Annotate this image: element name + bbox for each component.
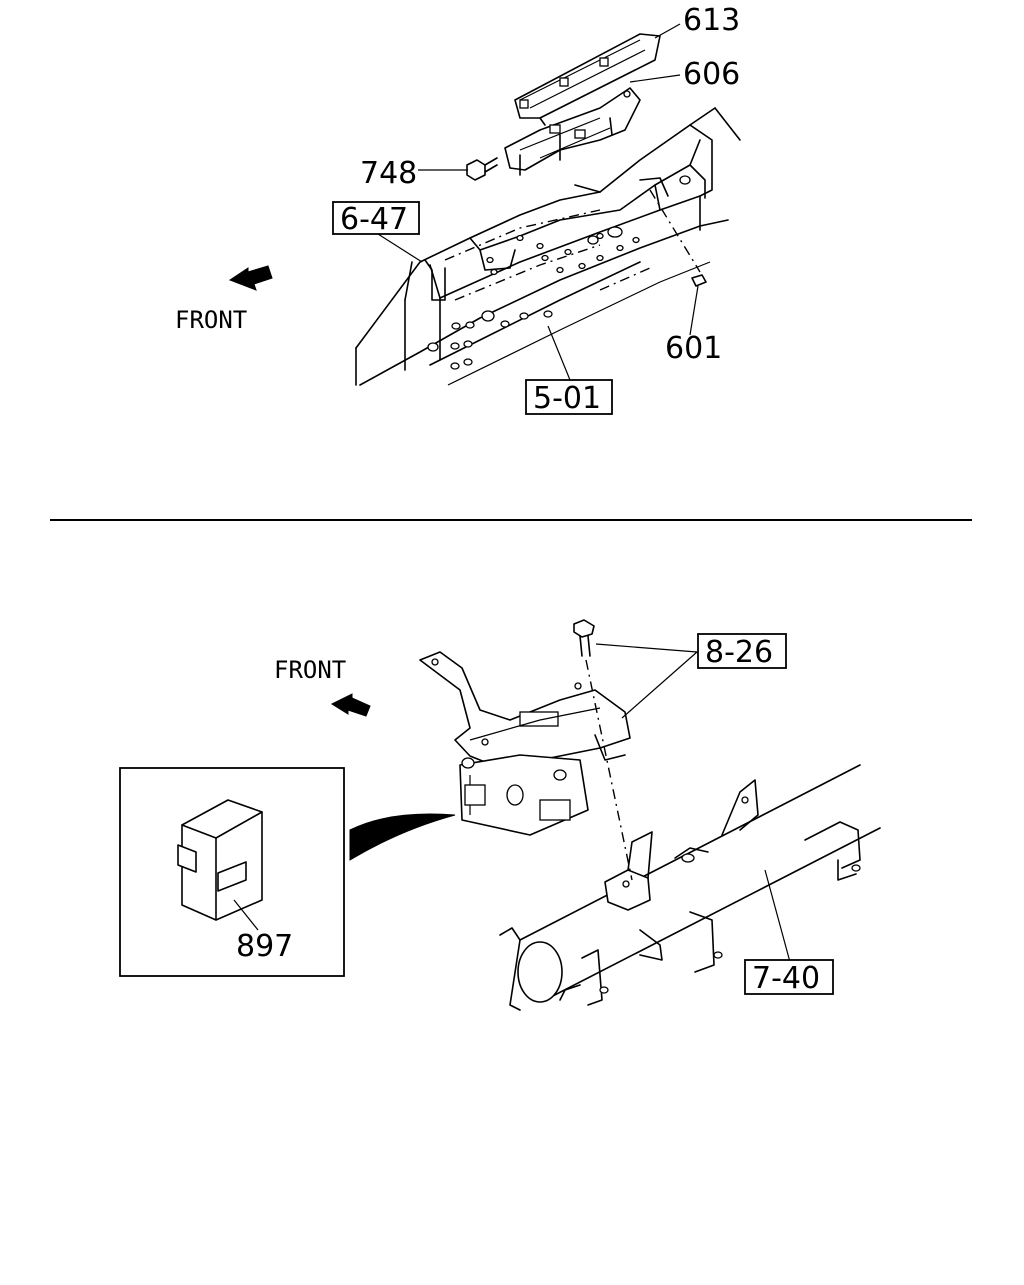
lower-leaders [595,643,791,963]
callout-606: 606 [683,57,740,92]
ref-7-40: 7-40 [752,961,820,996]
leader-897 [233,899,259,931]
mounting-bracket [419,651,631,836]
bolt-8-26 [573,619,633,881]
bolt-748 [466,157,498,181]
callout-748: 748 [360,156,417,191]
ref-5-01: 5-01 [533,381,601,416]
detail-callout-arrow-icon [349,813,456,861]
module-897 [177,799,263,921]
cross-tube-7-40 [499,764,881,1011]
lower-view: 897 FRONT 8-26 7-40 [119,619,881,1011]
ref-box-8-26 [697,633,787,669]
front-direction-arrow-icon [228,265,273,291]
ref-box-7-40 [744,959,834,995]
ref-6-47: 6-47 [340,202,408,237]
upper-view: FRONT 613 606 748 601 6-47 5-01 [175,3,741,416]
ref-8-26: 8-26 [705,635,773,670]
ref-box-5-01 [525,379,613,415]
front-label-lower: FRONT [274,656,346,684]
callout-897: 897 [236,929,293,964]
callout-601: 601 [665,331,722,366]
front-direction-arrow-icon [330,693,371,717]
nut-601 [691,274,707,287]
front-label-upper: FRONT [175,306,247,334]
ref-box-6-47 [332,201,420,235]
bracket-606 [504,87,641,176]
ecu-module-613 [514,33,661,126]
upper-leaders [377,23,699,381]
frame-rail-assembly [355,107,741,386]
callout-613: 613 [683,3,740,38]
